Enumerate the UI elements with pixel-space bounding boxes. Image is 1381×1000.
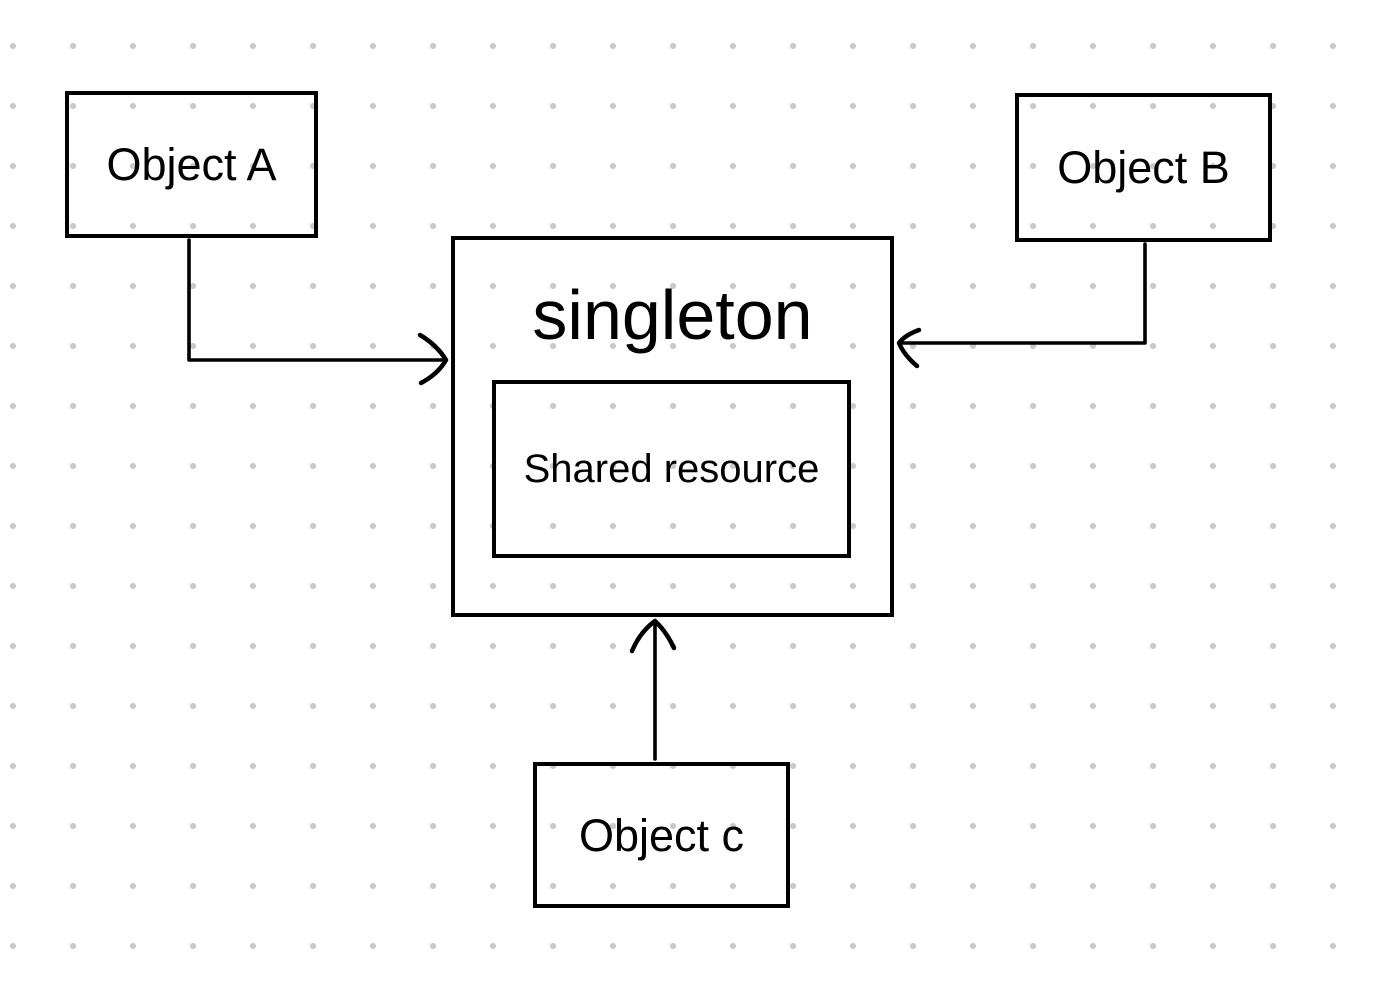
arrow-object-c-up-chevron-icon [629,618,677,654]
node-shared-resource-label: Shared resource [523,447,820,491]
node-object-c[interactable]: Object c [533,762,790,908]
arrow-object-b-line [900,242,1147,345]
arrow-object-a-to-singleton[interactable] [187,238,449,386]
arrow-object-a-right-chevron-icon [417,332,449,386]
arrow-object-a-line [187,238,445,362]
node-singleton[interactable]: singleton Shared resource [451,236,894,617]
node-object-b-label: Object B [1057,142,1230,193]
node-object-a[interactable]: Object A [65,91,318,238]
arrow-object-b-to-singleton[interactable] [896,242,1147,369]
node-object-b[interactable]: Object B [1015,93,1272,242]
node-object-c-label: Object c [578,809,745,861]
node-shared-resource[interactable]: Shared resource [492,380,851,558]
arrow-object-b-left-chevron-icon [896,327,922,369]
arrow-object-c-to-singleton[interactable] [629,618,677,761]
node-singleton-title: singleton [532,276,813,354]
node-object-a-label: Object A [106,139,277,190]
